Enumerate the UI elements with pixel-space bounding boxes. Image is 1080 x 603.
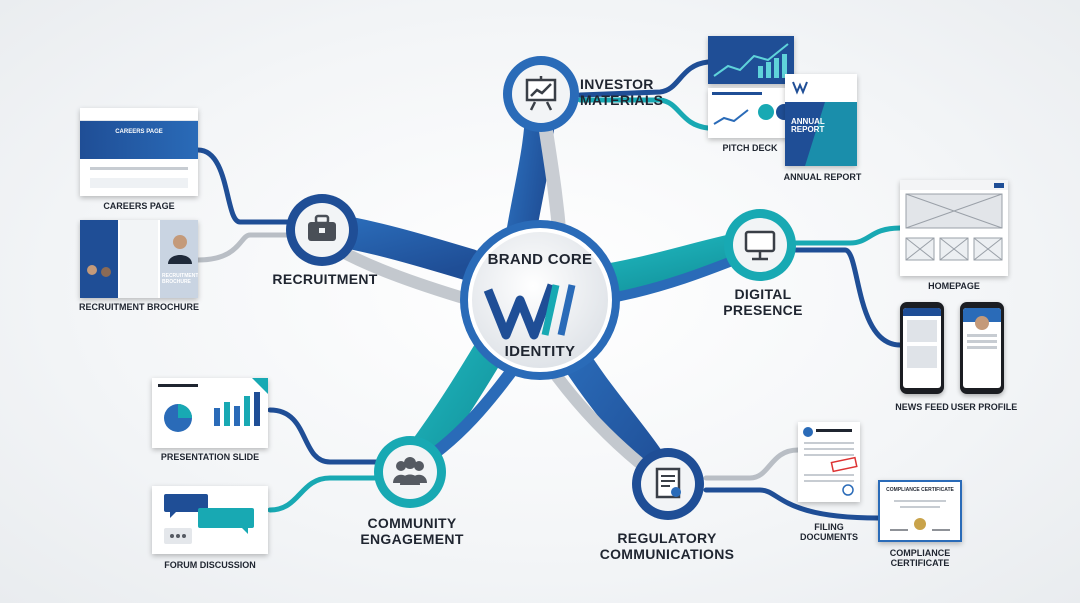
slide-chart-icon [158, 378, 268, 432]
compliance-certificate-label: COMPLIANCE CERTIFICATE [889, 548, 951, 569]
asset-connectors [195, 59, 903, 521]
brochure-title: RECRUITMENT BROCHURE [162, 273, 198, 285]
forum-discussion-label: FORUM DISCUSSION [164, 560, 256, 570]
forum-discussion-thumb [152, 486, 268, 554]
hub-title-top: BRAND CORE [487, 251, 593, 268]
presentation-slide-thumb [152, 378, 268, 448]
annual-report-title: ANNUAL REPORT [791, 117, 825, 135]
news-feed-phone [900, 302, 944, 394]
news-feed-label: NEWS FEED [895, 402, 949, 412]
user-profile-phone [960, 302, 1004, 394]
user-profile-label: USER PROFILE [950, 402, 1018, 412]
document-stamp-icon [803, 427, 858, 496]
certificate-seal-icon [890, 500, 950, 531]
filing-documents-thumb [798, 422, 860, 502]
branch-label-community: COMMUNITY ENGAGEMENT [360, 515, 464, 548]
careers-hero: CAREERS PAGE [80, 121, 198, 159]
homepage-wireframe-thumb [900, 180, 1008, 276]
compliance-certificate-thumb: COMPLIANCE CERTIFICATE [878, 480, 962, 542]
report-art-icon [792, 81, 857, 166]
homepage-label: HOMEPAGE [928, 281, 980, 291]
node-investor [503, 56, 579, 132]
wireframe-icon [900, 180, 1008, 261]
branch-label-regulatory: REGULATORY COMMUNICATIONS [599, 530, 735, 563]
careers-page-label: CAREERS PAGE [103, 201, 175, 211]
hub-title-bottom: IDENTITY [504, 343, 576, 360]
branch-label-digital: DIGITAL PRESENCE [723, 286, 803, 319]
pitch-deck-slide-1 [708, 36, 794, 84]
careers-page-thumb: CAREERS PAGE [80, 108, 198, 196]
annual-report-cover: ANNUAL REPORT [785, 74, 857, 166]
recruitment-brochure-label: RECRUITMENT BROCHURE [79, 302, 199, 312]
node-community [374, 436, 446, 508]
annual-report-label: ANNUAL REPORT [783, 172, 862, 182]
certificate-title: COMPLIANCE CERTIFICATE [886, 487, 954, 493]
pie-chart-icon [712, 92, 792, 125]
chart-icon [713, 43, 789, 78]
pitch-deck-slide-2 [708, 88, 794, 138]
branch-label-investor: INVESTOR MATERIALS [580, 76, 664, 109]
filing-documents-label: FILING DOCUMENTS [800, 522, 858, 543]
node-recruitment [286, 194, 358, 266]
branch-label-recruitment: RECRUITMENT [272, 271, 378, 287]
node-digital [724, 209, 796, 281]
chat-bubbles-icon [164, 494, 254, 544]
people-photo-icon [87, 235, 192, 277]
node-regulatory [632, 448, 704, 520]
presentation-slide-label: PRESENTATION SLIDE [160, 452, 260, 462]
brand-core-hub [460, 220, 620, 380]
recruitment-brochure-thumb: RECRUITMENT BROCHURE [80, 220, 198, 298]
pitch-deck-label: PITCH DECK [722, 143, 778, 153]
